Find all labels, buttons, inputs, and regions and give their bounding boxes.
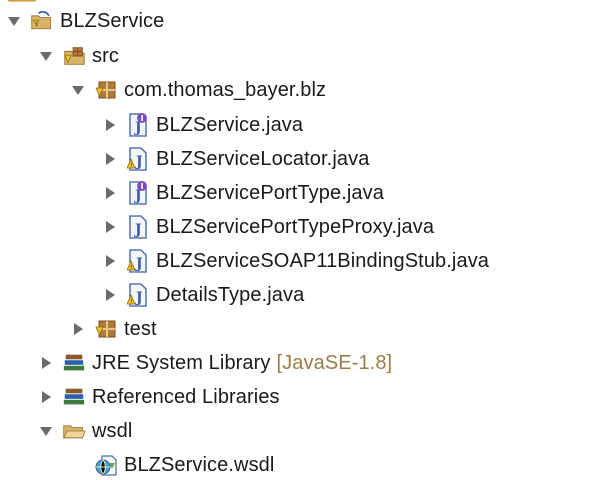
svg-text:I: I	[141, 114, 144, 123]
tree-item-wsdl-file[interactable]: BLZService.wsdl	[70, 450, 274, 480]
source-folder-icon	[62, 44, 86, 68]
tree-item-file[interactable]: J ! DetailsType.java	[102, 280, 304, 310]
chevron-right-icon[interactable]	[102, 219, 118, 235]
java-interface-icon: J I	[126, 181, 150, 205]
chevron-down-icon[interactable]	[38, 423, 54, 439]
tree-item-label: test	[124, 318, 157, 340]
svg-text:!: !	[130, 162, 132, 169]
java-project-icon: !	[30, 9, 54, 33]
chevron-right-icon[interactable]	[38, 355, 54, 371]
tree-item-jre[interactable]: JRE System Library [JavaSE-1.8]	[38, 348, 392, 378]
tree-item-label: BLZServicePortTypeProxy.java	[156, 216, 435, 238]
tree-item-label: BLZService.wsdl	[124, 454, 275, 476]
package-icon	[94, 78, 118, 102]
java-file-warning-icon: J !	[126, 147, 150, 171]
chevron-right-icon[interactable]	[102, 117, 118, 133]
tree-item-label: BLZService.java	[156, 114, 304, 136]
tree-item-project[interactable]: ! BLZService	[6, 6, 164, 36]
tree-item-file[interactable]: J ! BLZServiceSOAP11BindingStub.java	[102, 246, 489, 276]
svg-text:J: J	[134, 290, 143, 306]
tree-item-label: JRE System Library	[92, 352, 271, 374]
tree-item-label: BLZService	[60, 10, 165, 32]
java-file-icon: J	[126, 215, 150, 239]
svg-text:!: !	[35, 22, 37, 28]
tree-item-test[interactable]: test	[70, 314, 157, 344]
tree-item-label: com.thomas_bayer.blz	[124, 79, 327, 101]
chevron-down-icon[interactable]	[6, 13, 22, 29]
tree-item-label: wsdl	[92, 420, 133, 442]
chevron-down-icon[interactable]	[38, 48, 54, 64]
tree-item-label: Referenced Libraries	[92, 386, 280, 408]
tree-item-label: DetailsType.java	[156, 284, 305, 306]
tree-item-file[interactable]: J I BLZServicePortType.java	[102, 178, 384, 208]
java-file-warning-icon: J !	[126, 249, 150, 273]
tree-item-label: src	[92, 45, 119, 67]
chevron-right-icon[interactable]	[102, 287, 118, 303]
chevron-right-icon[interactable]	[38, 389, 54, 405]
tree-item-file[interactable]: J I BLZService.java	[102, 110, 303, 140]
svg-text:J: J	[134, 154, 143, 170]
chevron-down-icon[interactable]	[70, 82, 86, 98]
chevron-right-icon[interactable]	[70, 321, 86, 337]
folder-icon	[62, 419, 86, 443]
svg-text:J: J	[133, 222, 142, 238]
package-icon	[94, 317, 118, 341]
library-icon	[62, 385, 86, 409]
tree-item-wsdl-folder[interactable]: wsdl	[38, 416, 132, 446]
svg-text:I: I	[141, 182, 144, 191]
svg-text:!: !	[130, 264, 132, 271]
chevron-right-icon[interactable]	[102, 151, 118, 167]
jre-version-decoration: [JavaSE-1.8]	[276, 352, 393, 374]
chevron-right-icon[interactable]	[102, 253, 118, 269]
tree-item-referenced-libraries[interactable]: Referenced Libraries	[38, 382, 280, 412]
wsdl-file-icon	[94, 453, 118, 477]
tree-item-label: BLZServicePortType.java	[156, 182, 384, 204]
java-interface-icon: J I	[126, 113, 150, 137]
tree-item-label: BLZServiceLocator.java	[156, 148, 370, 170]
partial-tree-item	[7, 0, 38, 11]
tree-item-file[interactable]: J ! BLZServiceLocator.java	[102, 144, 369, 174]
library-icon	[62, 351, 86, 375]
svg-text:J: J	[133, 120, 142, 136]
svg-text:J: J	[134, 256, 143, 272]
tree-item-label: BLZServiceSOAP11BindingStub.java	[156, 250, 490, 272]
chevron-right-icon[interactable]	[102, 185, 118, 201]
tree-item-package[interactable]: com.thomas_bayer.blz	[70, 75, 326, 105]
java-file-warning-icon: J !	[126, 283, 150, 307]
svg-text:J: J	[133, 188, 142, 204]
tree-item-src[interactable]: src	[38, 41, 119, 71]
svg-text:!: !	[130, 298, 132, 305]
tree-item-file[interactable]: J BLZServicePortTypeProxy.java	[102, 212, 434, 242]
